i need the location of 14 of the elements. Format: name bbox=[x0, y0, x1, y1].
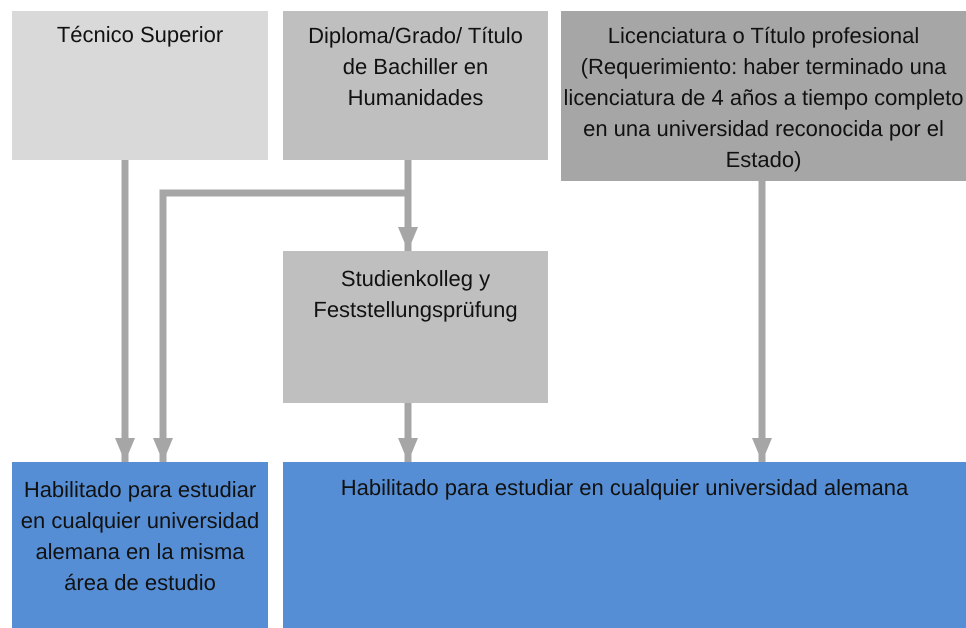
process-box bbox=[12, 462, 268, 628]
box-text: Licenciatura o Título profesional (Requerimiento: haber terminado una licenciatura de 4 años a tiempo completo en una universidad reconocida por el Estado) bbox=[562, 22, 964, 174]
process-box bbox=[283, 251, 548, 403]
box-text: Studienkolleg y Feststellungsprüfung bbox=[312, 265, 519, 324]
arrow bbox=[398, 403, 418, 462]
box-text: Diploma/Grado/ Título de Bachiller en Humanidades bbox=[308, 22, 523, 112]
process-box bbox=[12, 11, 268, 160]
arrow bbox=[752, 181, 772, 462]
process-box bbox=[283, 462, 966, 628]
box-text: Habilitado para estudiar en cualquier universidad alemana en la misma área de estudio bbox=[20, 476, 260, 597]
arrow bbox=[115, 160, 135, 462]
box-text: Habilitado para estudiar en cualquier universidad alemana bbox=[340, 474, 910, 502]
process-box bbox=[283, 11, 548, 160]
box-text: Técnico Superior bbox=[56, 21, 224, 49]
